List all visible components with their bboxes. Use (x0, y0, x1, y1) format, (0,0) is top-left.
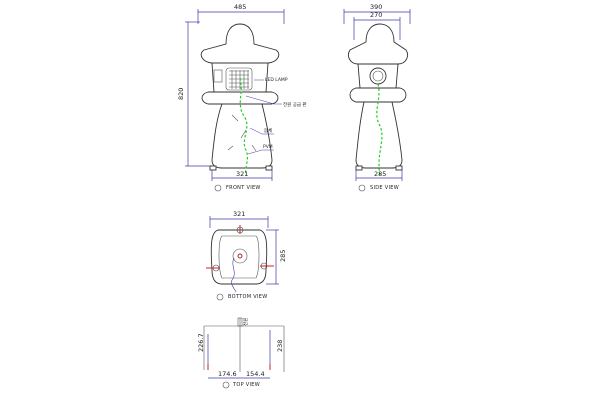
front-lamp-side-window (213, 69, 223, 83)
side-dim-base-width-text: 285 (374, 170, 386, 178)
side-view: 390 270 285 SIDE VIEW (343, 3, 411, 192)
bottom-view: 321 285 BOTTOM VIEW (206, 210, 287, 301)
top-view-label: TOP VIEW (232, 382, 260, 388)
front-dim-height-text: 820 (177, 88, 185, 100)
top-dim-left-height: 226.7 (197, 333, 209, 368)
callout-base: PVM (263, 144, 273, 150)
top-dim-right-offset-text: 154.4 (246, 370, 265, 378)
top-dim-right-height: 238 (269, 330, 284, 368)
front-foot-left (209, 165, 217, 171)
side-view-label: SIDE VIEW (370, 185, 399, 191)
callout-body: 몸체 (264, 127, 272, 134)
side-view-marker (358, 184, 366, 192)
callout-cable: 전원 공급 판 (283, 101, 307, 108)
front-dim-top-width-text: 485 (234, 3, 246, 11)
front-roof (200, 23, 280, 64)
bottom-dim-height-text: 285 (279, 250, 287, 262)
top-view-marker (222, 381, 230, 389)
side-dim-top-outer-text: 390 (370, 3, 382, 11)
side-lamp-lens-outer (369, 67, 387, 85)
top-anchor-marks (207, 364, 271, 370)
bottom-cable (231, 257, 237, 293)
top-dim-left-offset: 174.6 (208, 370, 240, 379)
bottom-view-label: BOTTOM VIEW (228, 294, 267, 300)
front-body-texture (227, 114, 257, 152)
side-cable (376, 83, 383, 177)
side-foot-left (355, 165, 363, 171)
front-view-label: FRONT VIEW (226, 185, 261, 191)
bottom-view-marker (216, 293, 224, 301)
top-center-label: 전원 (242, 318, 249, 326)
front-view-marker (214, 184, 222, 192)
side-foot-right (395, 165, 403, 171)
front-lamp-window (225, 67, 253, 91)
top-dim-left-height-text: 226.7 (197, 333, 205, 352)
side-dim-base-width: 285 (355, 170, 403, 181)
top-dim-right-height-text: 238 (276, 340, 284, 352)
top-view: 226.7 238 전원 174.6 154.4 TOP VIEW (197, 317, 285, 389)
top-dim-left-offset-text: 174.6 (218, 370, 237, 378)
front-dim-top-width: 485 (197, 3, 285, 24)
front-dim-base-width-text: 321 (236, 170, 248, 178)
front-cable (239, 77, 249, 177)
bottom-center-hole (232, 248, 248, 264)
bottom-dim-width-text: 321 (233, 210, 245, 218)
side-lamp-lens-inner (372, 70, 384, 82)
top-dim-right-offset: 154.4 (240, 370, 270, 379)
top-center-marker (237, 317, 243, 327)
side-roof (347, 23, 409, 65)
side-dim-top-inner-text: 270 (370, 11, 382, 19)
bottom-outline (210, 229, 268, 285)
bottom-dim-width: 321 (209, 210, 269, 228)
side-collar (349, 87, 407, 103)
front-callouts: LED LAMP 전원 공급 판 몸체 PVM (245, 77, 307, 155)
bottom-dim-height: 285 (266, 229, 287, 285)
side-dim-top-outer: 390 (343, 3, 411, 24)
front-dim-base-width: 321 (211, 170, 273, 181)
front-view: 485 820 LED LAMP 전원 공급 판 (177, 3, 307, 192)
side-dim-top-inner: 270 (353, 11, 401, 40)
front-dim-height: 820 (177, 21, 212, 167)
callout-led-lamp: LED LAMP (265, 77, 288, 83)
bottom-inner-outline (218, 235, 260, 279)
bottom-center-mark (237, 253, 243, 259)
side-body (355, 101, 403, 169)
front-foot-right (265, 165, 273, 171)
